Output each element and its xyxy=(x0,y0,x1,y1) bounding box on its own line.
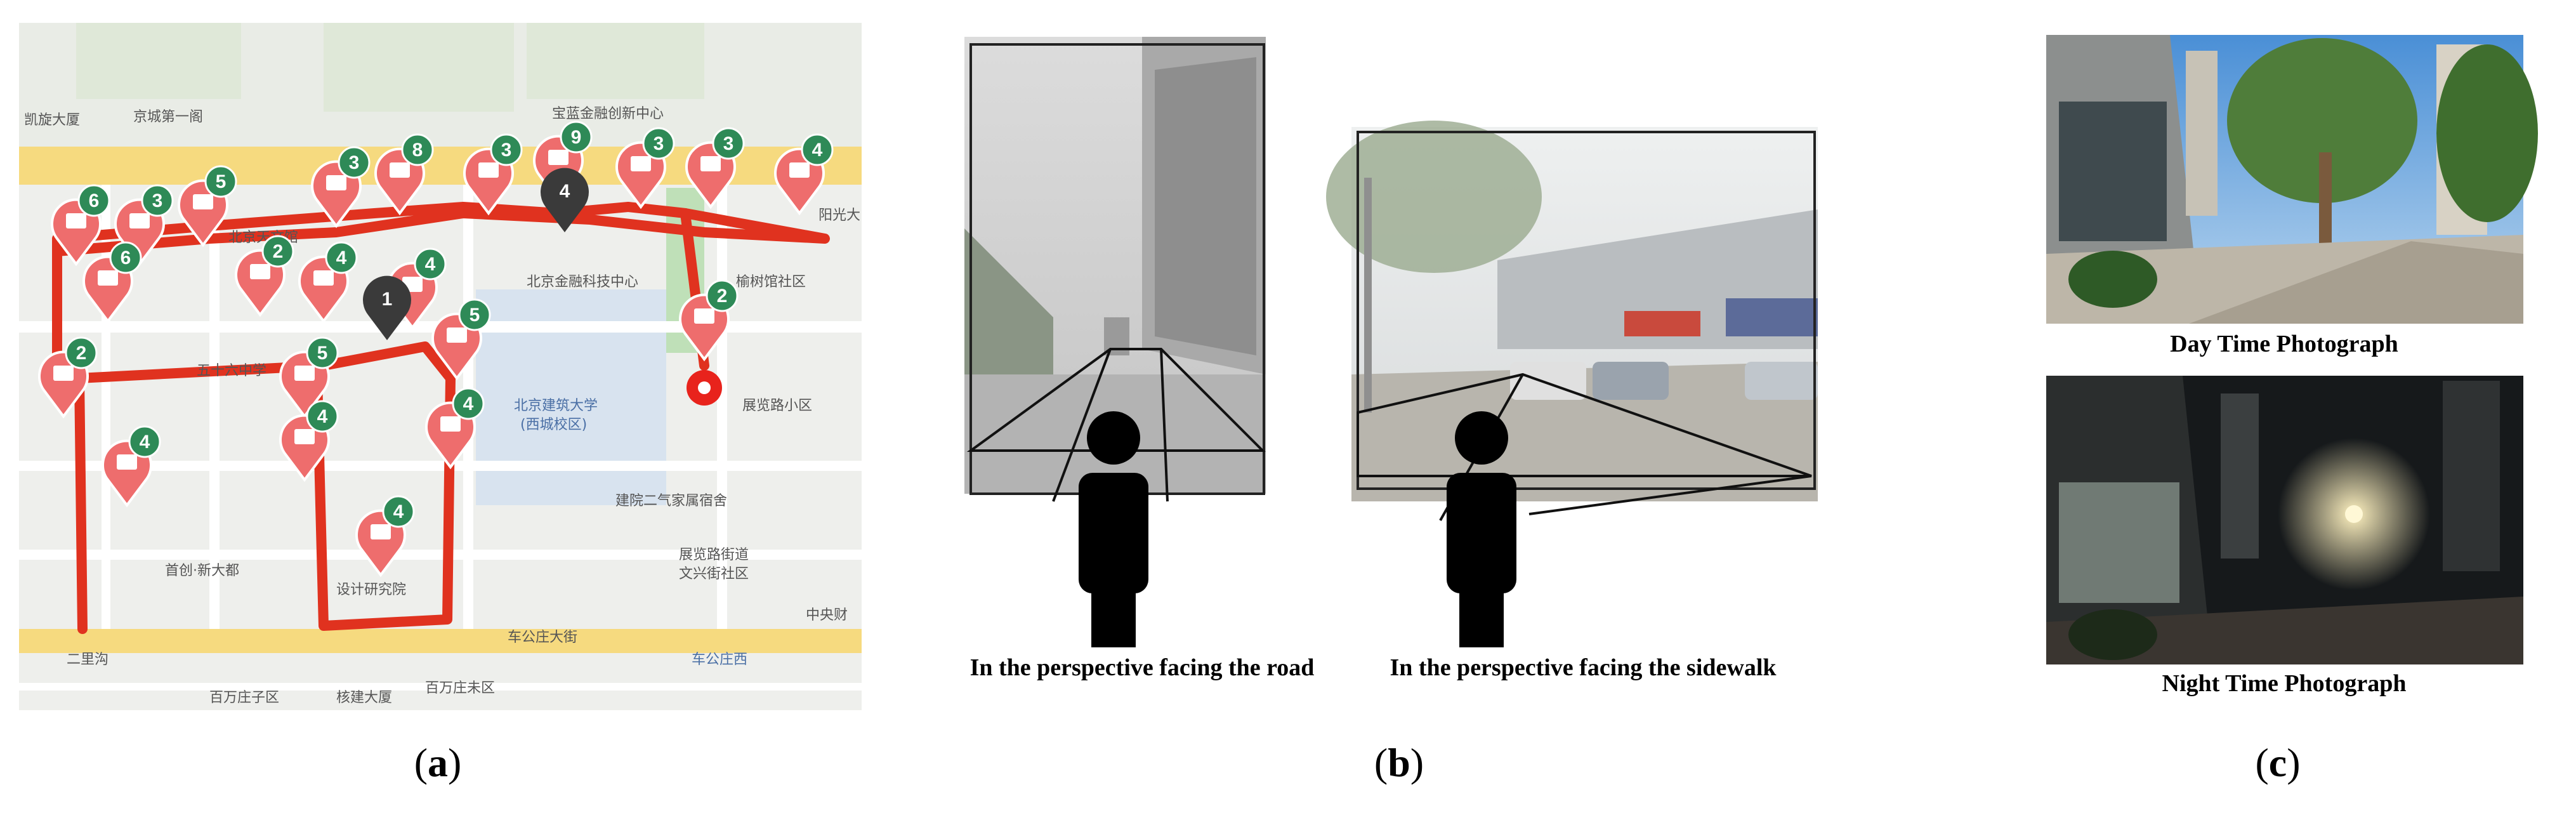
photo-pin-icon[interactable]: 4 xyxy=(279,400,339,482)
pin-count: 3 xyxy=(349,152,360,173)
photo-pin-icon[interactable]: 5 xyxy=(279,336,339,419)
map-label: (西城校区) xyxy=(520,417,587,433)
pin-count: 4 xyxy=(393,501,404,522)
pin-count: 3 xyxy=(152,190,163,211)
photo-pin-icon[interactable]: 3 xyxy=(463,133,523,216)
pin-count: 2 xyxy=(717,286,728,307)
map-label: 榆树馆社区 xyxy=(736,274,806,290)
pin-count: 8 xyxy=(412,140,423,161)
photo-pin-icon[interactable]: 6 xyxy=(82,241,142,324)
pin-count: 3 xyxy=(654,133,664,154)
route-path xyxy=(74,341,456,634)
waypoint-pin-icon[interactable]: 1 xyxy=(363,275,411,340)
map-label: 北京金融科技中心 xyxy=(527,274,638,290)
sidewalk-photo xyxy=(1326,121,1818,501)
photo-pin-icon[interactable]: 4 xyxy=(298,241,358,324)
photo-pin-icon[interactable]: 8 xyxy=(374,133,434,216)
photo-pin-icon[interactable]: 3 xyxy=(615,127,675,209)
pin-count: 4 xyxy=(812,140,823,161)
map-label: 中央财 xyxy=(806,607,848,623)
pin-count: 9 xyxy=(571,127,582,148)
panel-a-map: 凯旋大厦 京城第一阁 宝蓝金融创新中心 北京天文馆 北京金融科技中心 榆树馆社区… xyxy=(19,23,862,710)
map-label: 车公庄大街 xyxy=(508,630,577,645)
map-label: 百万庄未区 xyxy=(425,680,495,696)
caption-c: (c) xyxy=(2255,740,2301,785)
waypoint-pin-icon[interactable]: 4 xyxy=(541,168,589,232)
photo-pin-icon[interactable]: 9 xyxy=(533,121,593,203)
sidewalk-perspective-label: In the perspective facing the sidewalk xyxy=(1390,654,1777,681)
pin-count: 5 xyxy=(317,343,328,364)
panel-c-day-night xyxy=(2030,25,2538,711)
pin-count: 5 xyxy=(470,305,480,326)
map-label: 展览路小区 xyxy=(742,398,812,414)
photo-pin-icon[interactable]: 3 xyxy=(311,146,371,228)
pin-count: 5 xyxy=(216,171,227,192)
map-label: 凯旋大厦 xyxy=(24,112,80,128)
map-label: 百万庄子区 xyxy=(209,690,279,706)
pin-count: 4 xyxy=(425,254,436,275)
night-photo-label: Night Time Photograph xyxy=(2162,670,2407,697)
map-label: 文兴街社区 xyxy=(679,566,749,582)
day-photo-label: Day Time Photograph xyxy=(2170,331,2398,357)
night-photo xyxy=(2046,376,2523,664)
pin-count: 2 xyxy=(76,343,87,364)
photo-pin-icon[interactable]: 5 xyxy=(178,165,237,248)
photo-pin-icon[interactable]: 6 xyxy=(51,184,110,267)
map-label: 车公庄西 xyxy=(692,652,747,668)
photo-pin-icon[interactable]: 2 xyxy=(38,336,98,419)
person-icon xyxy=(1447,411,1516,647)
photo-pin-icon[interactable]: 4 xyxy=(425,387,485,470)
photo-pin-icon[interactable]: 2 xyxy=(679,279,739,362)
waypoint-number: 4 xyxy=(560,181,570,202)
photo-pin-icon[interactable]: 5 xyxy=(431,298,491,381)
pin-count: 4 xyxy=(463,393,474,414)
map-label: 首创·新大都 xyxy=(165,563,239,579)
photo-pin-icon[interactable]: 3 xyxy=(685,127,745,209)
photo-pin-icon[interactable]: 4 xyxy=(355,495,415,578)
caption-b: (b) xyxy=(1374,740,1424,785)
map-label: 二里沟 xyxy=(67,652,108,668)
photo-pin-icon[interactable]: 3 xyxy=(114,184,174,267)
person-icon xyxy=(1079,411,1148,647)
pin-count: 4 xyxy=(336,248,347,268)
photo-pin-icon[interactable]: 4 xyxy=(774,133,834,216)
day-photo xyxy=(2046,35,2538,324)
pin-count: 6 xyxy=(89,190,100,211)
map-label: 宝蓝金融创新中心 xyxy=(552,106,664,122)
map-label: 北京建筑大学 xyxy=(514,398,598,414)
route-map: 凯旋大厦 京城第一阁 宝蓝金融创新中心 北京天文馆 北京金融科技中心 榆树馆社区… xyxy=(19,23,862,710)
photo-pin-icon[interactable]: 2 xyxy=(235,235,294,317)
pin-count: 4 xyxy=(317,406,328,427)
pin-count: 3 xyxy=(723,133,734,154)
caption-a: (a) xyxy=(414,740,462,785)
map-label: 展览路街道 xyxy=(679,547,749,563)
map-label: 核建大厦 xyxy=(336,690,392,706)
photo-pin-icon[interactable]: 4 xyxy=(102,425,161,508)
road-perspective-label: In the perspective facing the road xyxy=(969,654,1315,681)
map-label: 五十六中学 xyxy=(197,363,266,379)
panel-b-perspectives xyxy=(952,19,1916,704)
pin-count: 6 xyxy=(121,248,131,268)
pin-count: 3 xyxy=(501,140,512,161)
pin-count: 2 xyxy=(273,241,284,262)
photo-pins: 6 3 5 3 8 3 9 3 3 4 6 2 4 4 5 2 2 5 4 4 4 4 1 4 xyxy=(38,121,834,578)
map-label: 京城第一阁 xyxy=(133,109,203,125)
sidewalk-view-frame xyxy=(1357,131,1816,490)
waypoint-number: 1 xyxy=(382,289,393,310)
map-label: 建院二气家属宿舍 xyxy=(615,493,727,509)
map-label: 设计研究院 xyxy=(336,582,406,598)
pin-count: 4 xyxy=(140,432,150,453)
map-label: 阳光大 xyxy=(818,208,860,223)
